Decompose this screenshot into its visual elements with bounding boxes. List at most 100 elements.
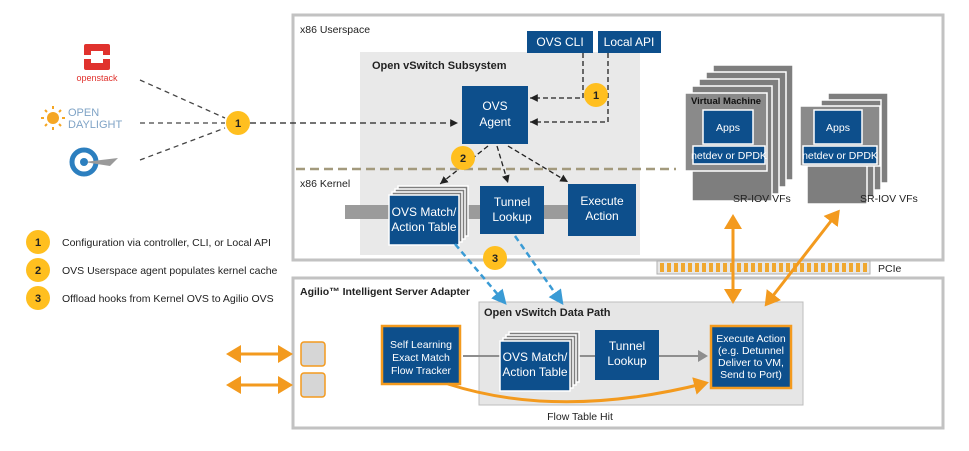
pcie-connector-pin xyxy=(674,263,678,272)
openstack-logo: openstack xyxy=(76,44,118,83)
self-learning-line2: Exact Match xyxy=(392,352,450,364)
datapath-tunnel-line2: Lookup xyxy=(607,354,647,368)
datapath-tunnel-box[interactable] xyxy=(595,330,659,380)
pcie-connector-pin xyxy=(807,263,811,272)
pcie-connector-pin xyxy=(814,263,818,272)
vm1-apps-box[interactable] xyxy=(702,109,754,145)
pcie-connector-pin xyxy=(800,263,804,272)
pcie-connector-pin xyxy=(744,263,748,272)
pcie-connector-pin xyxy=(821,263,825,272)
badge-2-agent xyxy=(451,146,475,170)
datapath-execute-line4: Send to Port) xyxy=(720,369,782,381)
badge-3-offload-number: 3 xyxy=(492,253,498,265)
datapath-execute-line1: Execute Action xyxy=(716,333,786,345)
legend-badge-2 xyxy=(26,258,50,282)
ovs-cli-box[interactable] xyxy=(527,31,593,53)
vm1-sriov-label: SR-IOV VFs xyxy=(733,193,791,205)
self-learning-line3: Flow Tracker xyxy=(391,365,452,377)
legend-badge-1 xyxy=(26,230,50,254)
pcie-connector-pin xyxy=(723,263,727,272)
pcie-connector-pin xyxy=(856,263,860,272)
badge-1-controllers xyxy=(226,111,250,135)
vm2-netdev-label: netdev or DPDK xyxy=(802,150,878,162)
adapter-label: Agilio™ Intelligent Server Adapter xyxy=(300,286,470,298)
pcie-connector-pin xyxy=(660,263,664,272)
pcie-connector-pin xyxy=(786,263,790,272)
pcie-connector-pin xyxy=(828,263,832,272)
self-learning-box[interactable] xyxy=(380,324,462,386)
pcie-connector-pin xyxy=(709,263,713,272)
legend-badge-1-number: 1 xyxy=(35,237,41,249)
local-api-box[interactable] xyxy=(598,31,661,53)
kernel-match-line1: OVS Match/ xyxy=(392,205,457,219)
datapath-tunnel-line1: Tunnel xyxy=(609,339,645,353)
datapath-match-action-box[interactable] xyxy=(499,340,571,392)
pcie-connector-pin xyxy=(681,263,685,272)
flow-table-hit-arrow xyxy=(447,377,709,404)
badge-1-cli-number: 1 xyxy=(593,90,599,102)
pcie-connector-pin xyxy=(842,263,846,272)
opendaylight-line1: OPEN xyxy=(68,107,99,119)
vm2-netdev-box[interactable] xyxy=(802,145,878,165)
pcie-connector-pin xyxy=(751,263,755,272)
cli-to-agent-arrow xyxy=(530,53,584,102)
kernel-tunnel-line2: Lookup xyxy=(492,210,532,224)
pcie-connector-pin xyxy=(667,263,671,272)
controller-link xyxy=(139,127,226,161)
pcie-connector-pin xyxy=(737,263,741,272)
vm2-apps-label: Apps xyxy=(826,122,850,134)
ovs-agent-box[interactable] xyxy=(462,86,528,144)
vm1-netdev-box[interactable] xyxy=(692,145,766,165)
openstack-label: openstack xyxy=(76,73,118,83)
kernel-tunnel-line1: Tunnel xyxy=(494,195,530,209)
network-port-1[interactable] xyxy=(300,341,326,367)
kernel-label: x86 Kernel xyxy=(300,178,350,190)
network-port-2[interactable] xyxy=(300,372,326,398)
pcie-connector-pin xyxy=(772,263,776,272)
badge-2-agent-number: 2 xyxy=(460,153,466,165)
agent-to-execute-arrow xyxy=(507,145,569,183)
flow-table-hit-label: Flow Table Hit xyxy=(547,411,613,423)
userspace-label: x86 Userspace xyxy=(300,24,370,36)
pcie-label: PCIe xyxy=(878,263,902,275)
vm2-apps-box[interactable] xyxy=(813,109,863,145)
pcie-connector-pin xyxy=(765,263,769,272)
legend: 1 Configuration via controller, CLI, or … xyxy=(26,230,278,310)
offload-arrow-tunnel xyxy=(513,235,564,306)
legend-item-3: Offload hooks from Kernel OVS to Agilio … xyxy=(62,293,274,305)
kernel-match-action-box[interactable] xyxy=(388,194,460,246)
kernel-execute-box[interactable] xyxy=(568,184,636,236)
datapath-execute-line3: Deliver to VM, xyxy=(718,357,784,369)
vm2-to-adapter-arrow xyxy=(764,209,840,307)
datapath-match-line2: Action Table xyxy=(502,365,567,379)
local-api-label: Local API xyxy=(604,35,655,49)
vm1-netdev-label: netdev or DPDK xyxy=(691,150,767,162)
vm2-sriov-label: SR-IOV VFs xyxy=(860,193,918,205)
pcie-connector-pin xyxy=(779,263,783,272)
offload-arrow-match xyxy=(454,243,507,305)
badge-1-cli xyxy=(584,83,608,107)
badge-3-offload xyxy=(483,246,507,270)
self-learning-line1: Self Learning xyxy=(390,339,452,351)
opendaylight-line2: DAYLIGHT xyxy=(68,119,122,131)
pcie-connector-pin xyxy=(688,263,692,272)
datapath-execute-box[interactable] xyxy=(709,324,793,390)
ovs-subsystem-label: Open vSwitch Subsystem xyxy=(372,60,507,72)
datapath-match-line1: OVS Match/ xyxy=(503,350,568,364)
pcie-connector-pin xyxy=(702,263,706,272)
controller-logo xyxy=(69,147,118,177)
pcie-connector-pin xyxy=(835,263,839,272)
legend-badge-3-number: 3 xyxy=(35,293,41,305)
kernel-match-line2: Action Table xyxy=(391,220,456,234)
opendaylight-logo: OPEN DAYLIGHT xyxy=(41,106,122,131)
ovs-cli-label: OVS CLI xyxy=(536,35,583,49)
pcie-connector-pin xyxy=(695,263,699,272)
openstack-link xyxy=(139,79,226,119)
agent-to-tunnel-arrow xyxy=(496,145,510,184)
legend-item-1: Configuration via controller, CLI, or Lo… xyxy=(62,237,271,249)
legend-item-2: OVS Userspace agent populates kernel cac… xyxy=(62,265,278,277)
kernel-tunnel-box[interactable] xyxy=(480,186,544,234)
api-to-agent-arrow xyxy=(530,53,609,126)
ovs-agent-line1: OVS xyxy=(482,99,507,113)
